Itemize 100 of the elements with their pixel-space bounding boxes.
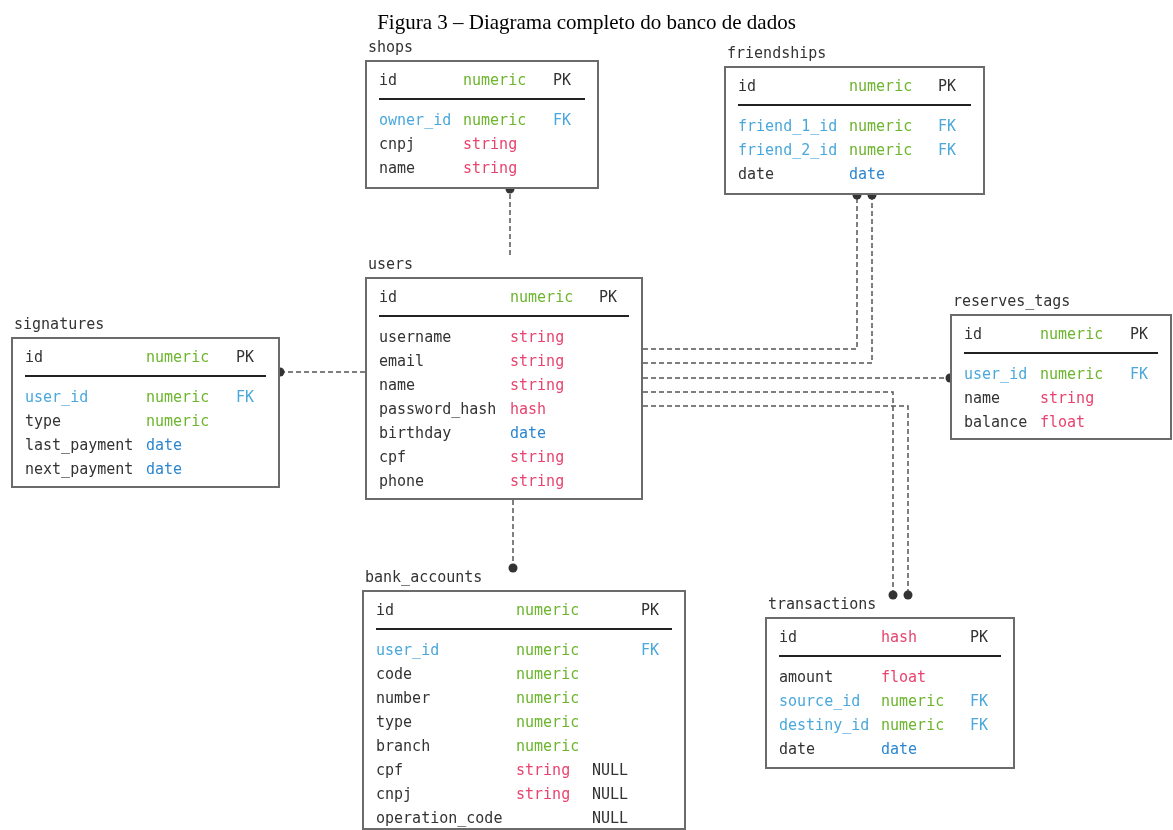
field-name: phone [379,472,425,490]
field-constraint: PK [599,288,618,306]
field-name: id [376,601,395,619]
field-type: string [463,159,518,177]
field-name: balance [964,413,1028,431]
field-constraint: FK [641,641,660,659]
field-name: id [964,325,983,343]
field-name: name [964,389,1001,407]
field-constraint: FK [970,716,989,734]
field-name: id [738,77,757,95]
field-name: birthday [379,424,452,442]
field-name: code [376,665,413,683]
field-name: name [379,376,416,394]
table-name: reserves_tags [952,292,1071,312]
table-name: friendships [726,44,827,64]
field-name: friend_2_id [738,141,838,159]
field-type: date [510,424,547,442]
field-name: user_id [25,388,89,406]
field-type: string [510,472,565,490]
field-type: numeric [516,713,580,731]
field-name: amount [779,668,834,686]
field-type: numeric [516,737,580,755]
field-type: numeric [146,388,210,406]
field-type: numeric [516,641,580,659]
field-name: cnpj [379,135,416,153]
field-constraint: FK [236,388,255,406]
field-type: numeric [849,117,913,135]
field-name: username [379,328,452,346]
field-type: date [146,436,183,454]
field-name: id [25,348,44,366]
field-name: cpf [376,761,404,779]
table-name: bank_accounts [364,568,483,588]
field-constraint: FK [938,117,957,135]
field-name: date [779,740,816,758]
field-type: numeric [146,412,210,430]
field-constraint: PK [970,628,989,646]
field-type: numeric [463,71,527,89]
field-name: operation_code [376,809,503,827]
figure-title: Figura 3 – Diagrama completo do banco de dados [377,10,796,34]
field-type: numeric [516,601,580,619]
field-type: numeric [1040,325,1104,343]
field-name: owner_id [379,111,452,129]
field-type: numeric [849,77,913,95]
field-name: id [379,288,398,306]
field-type: numeric [146,348,210,366]
field-name: destiny_id [779,716,870,734]
field-name: friend_1_id [738,117,838,135]
field-constraint: PK [938,77,957,95]
field-name: branch [376,737,431,755]
field-type: string [1040,389,1095,407]
table-name: shops [367,38,414,58]
field-type: string [510,448,565,466]
field-constraint: FK [1130,365,1149,383]
field-type: string [510,352,565,370]
table-name: transactions [767,595,877,615]
field-name: source_id [779,692,861,710]
field-constraint: FK [938,141,957,159]
field-name: type [25,412,62,430]
field-constraint: NULL [592,761,629,779]
field-type: string [463,135,518,153]
field-name: user_id [964,365,1028,383]
field-name: id [379,71,398,89]
field-constraint: NULL [592,785,629,803]
field-constraint: NULL [592,809,629,827]
field-type: float [881,668,927,686]
field-constraint: FK [970,692,989,710]
field-type: string [516,785,571,803]
field-type: date [849,165,886,183]
field-type: string [510,328,565,346]
field-type: numeric [881,716,945,734]
field-name: name [379,159,416,177]
field-type: string [516,761,571,779]
field-constraint: PK [1130,325,1149,343]
field-type: date [881,740,918,758]
field-type: numeric [881,692,945,710]
field-name: id [779,628,798,646]
table-name: signatures [13,315,105,335]
field-type: numeric [516,689,580,707]
field-type: hash [510,400,547,418]
field-constraint: PK [236,348,255,366]
field-name: email [379,352,425,370]
field-name: type [376,713,413,731]
field-type: date [146,460,183,478]
field-type: numeric [516,665,580,683]
field-type: numeric [1040,365,1104,383]
field-name: cnpj [376,785,413,803]
field-type: numeric [463,111,527,129]
field-type: numeric [849,141,913,159]
field-name: password_hash [379,400,497,418]
field-constraint: PK [553,71,572,89]
field-name: next_payment [25,460,134,478]
field-type: numeric [510,288,574,306]
field-constraint: FK [553,111,572,129]
field-type: hash [881,628,918,646]
field-type: string [510,376,565,394]
table-name: users [367,255,414,275]
field-constraint: PK [641,601,660,619]
field-type: float [1040,413,1086,431]
field-name: cpf [379,448,407,466]
relationship-line [508,499,518,573]
